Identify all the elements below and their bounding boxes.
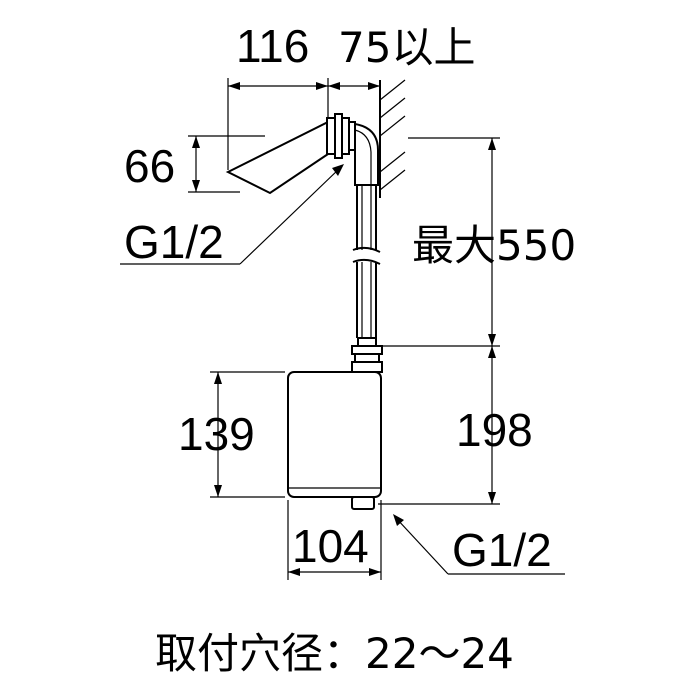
spout [225,120,336,195]
dim-box-width: 104 [292,520,369,572]
hose-fitting [351,337,383,373]
dim-box-height: 139 [178,408,255,460]
dim-inlet-thread-bottom: G1/2 [452,524,552,576]
control-box [287,371,382,510]
dim-inlet-thread-top: G1/2 [124,216,224,268]
hose [352,185,381,338]
dim-box-to-outlet-lines [378,346,500,505]
dim-top-horizontal [227,78,380,170]
leader-bottom-thread [393,514,565,575]
dim-hose-max-lines [380,137,500,347]
leader-top-thread [120,164,344,265]
dim-spout-height-lines [188,135,265,193]
dim-spout-height: 66 [124,140,175,192]
dim-box-height-lines [210,371,285,498]
dim-spout-length: 116 [236,20,309,72]
dim-hose-max: 最大550 [412,221,576,270]
dim-box-to-outlet: 198 [456,404,533,456]
wall-flange [326,113,356,159]
elbow-pipe [354,122,379,186]
mounting-hole-caption: 取付穴径：22～24 [155,629,514,678]
dim-wall-clearance: 75以上 [338,23,475,72]
dim-box-width-lines [287,500,382,580]
wall [379,79,406,198]
